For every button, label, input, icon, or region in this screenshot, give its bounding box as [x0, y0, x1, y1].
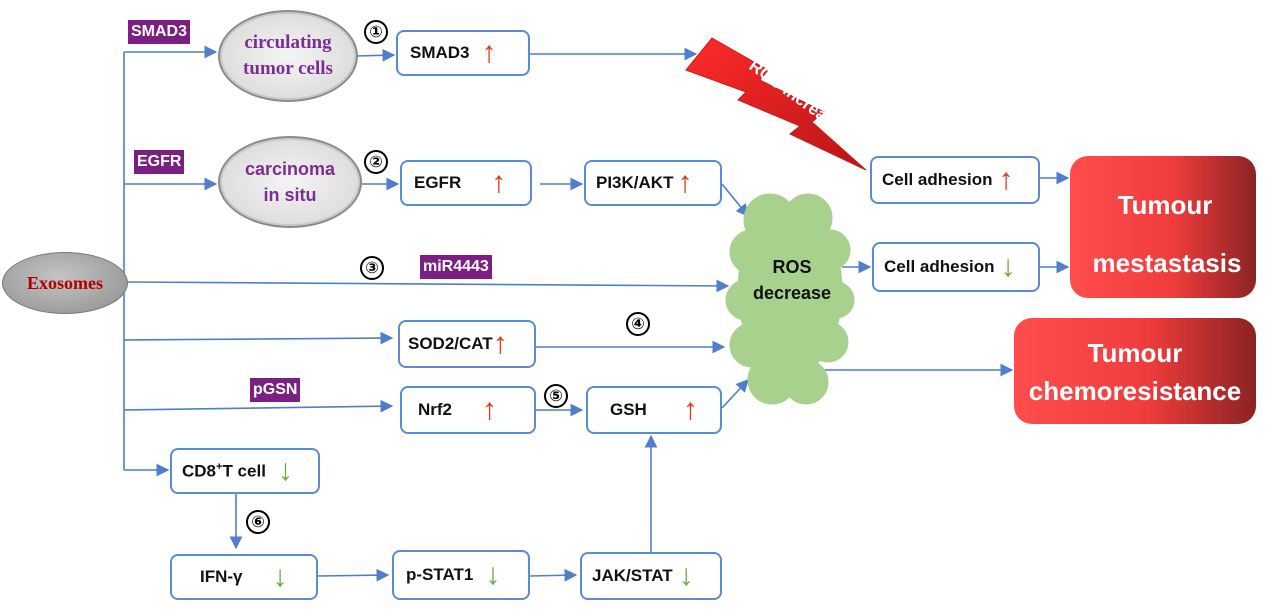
- down-arrow-icon: ↓: [1000, 250, 1016, 283]
- ros-increase-bolt: ROS increase: [685, 37, 867, 171]
- metastasis-line-2: mestastasis: [1092, 248, 1242, 278]
- down-arrow-icon: ↓: [485, 558, 501, 591]
- pi3k-akt-label: PI3K/AKT: [596, 173, 674, 192]
- node-egfr: EGFR ↑: [400, 160, 532, 206]
- chemoresistance-line-2: chemoresistance: [1028, 376, 1242, 406]
- exosomes-node: Exosomes: [2, 252, 128, 314]
- cis-line-2: in situ: [263, 185, 317, 205]
- ros-decrease-cloud: [725, 193, 855, 405]
- ros-decrease-line-1: ROS: [772, 257, 812, 277]
- sod2-cat-label: SOD2/CAT: [408, 334, 493, 353]
- node-cell-adhesion-down: Cell adhesion ↓: [872, 242, 1040, 292]
- jak-stat-label: JAK/STAT: [592, 566, 673, 585]
- down-arrow-icon: ↓: [277, 454, 293, 487]
- down-arrow-icon: ↓: [272, 560, 288, 593]
- tag-pgsn: pGSN: [250, 378, 301, 402]
- node-pi3k-akt: PI3K/AKT ↑: [584, 160, 722, 206]
- up-arrow-icon: ↑: [482, 393, 498, 426]
- cd8-prefix: CD8: [182, 461, 217, 481]
- carcinoma-in-situ: carcinoma in situ: [218, 136, 362, 228]
- cd8-superscript: +: [216, 460, 223, 473]
- node-gsh: GSH ↑: [586, 386, 722, 434]
- up-arrow-icon: ↑: [481, 36, 497, 69]
- chemoresistance-line-1: Tumour: [1087, 338, 1183, 368]
- ctc-line-1: circulating: [244, 32, 332, 53]
- down-arrow-icon: ↓: [678, 559, 694, 592]
- trunk-connectors: [123, 45, 1070, 582]
- up-arrow-icon: ↑: [491, 166, 507, 199]
- circulating-tumor-cells: circulating tumor cells: [218, 10, 358, 102]
- step-5-marker: ⑤: [544, 384, 568, 408]
- p-stat1-label: p-STAT1: [406, 565, 474, 584]
- cd8-suffix: T cell: [222, 461, 266, 481]
- ros-decrease-line-2: decrease: [752, 283, 832, 303]
- outcome-tumour-chemoresistance: Tumour chemoresistance: [1014, 318, 1256, 424]
- step-4-marker: ④: [626, 312, 650, 336]
- gsh-label: GSH: [610, 400, 647, 419]
- cis-line-1: carcinoma: [244, 159, 336, 179]
- step-1-marker: ①: [364, 20, 388, 44]
- ctc-line-2: tumor cells: [243, 58, 333, 79]
- up-arrow-icon: ↑: [998, 163, 1014, 196]
- node-sod2-cat: SOD2/CAT ↑: [398, 320, 536, 368]
- tag-smad3: SMAD3: [128, 20, 191, 44]
- smad3-label: SMAD3: [410, 43, 470, 62]
- nrf2-label: Nrf2: [418, 400, 453, 419]
- step-2-marker: ②: [364, 150, 388, 174]
- node-jak-stat: JAK/STAT ↓: [580, 552, 722, 600]
- metastasis-line-1: Tumour: [1117, 190, 1213, 220]
- tag-mir4443: miR4443: [420, 255, 492, 279]
- up-arrow-icon: ↑: [677, 166, 693, 199]
- ifn-gamma-label: IFN-γ: [200, 567, 243, 586]
- node-cd8-t-cell: CD8+T cell ↓: [170, 448, 320, 494]
- up-arrow-icon: ↑: [492, 327, 508, 360]
- step-6-marker: ⑥: [246, 510, 270, 534]
- tag-egfr: EGFR: [134, 150, 185, 174]
- step-3-marker: ③: [360, 256, 384, 280]
- cell-adhesion-down-label: Cell adhesion: [884, 257, 995, 276]
- cell-adhesion-up-label: Cell adhesion: [882, 170, 993, 189]
- exosomes-label: Exosomes: [27, 272, 103, 293]
- node-nrf2: Nrf2 ↑: [400, 386, 536, 434]
- cd8-t-cell-label: CD8+T cell: [182, 461, 266, 482]
- egfr-label: EGFR: [414, 173, 462, 192]
- ros-decrease-label: ROS decrease: [737, 254, 847, 306]
- up-arrow-icon: ↑: [682, 393, 698, 426]
- outcome-tumour-metastasis: Tumour mestastasis: [1070, 156, 1256, 298]
- node-p-stat1: p-STAT1 ↓: [392, 550, 530, 600]
- node-ifn-gamma: IFN-γ ↓: [170, 554, 318, 600]
- node-smad3: SMAD3 ↑: [396, 30, 530, 76]
- node-cell-adhesion-up: Cell adhesion ↑: [870, 156, 1040, 204]
